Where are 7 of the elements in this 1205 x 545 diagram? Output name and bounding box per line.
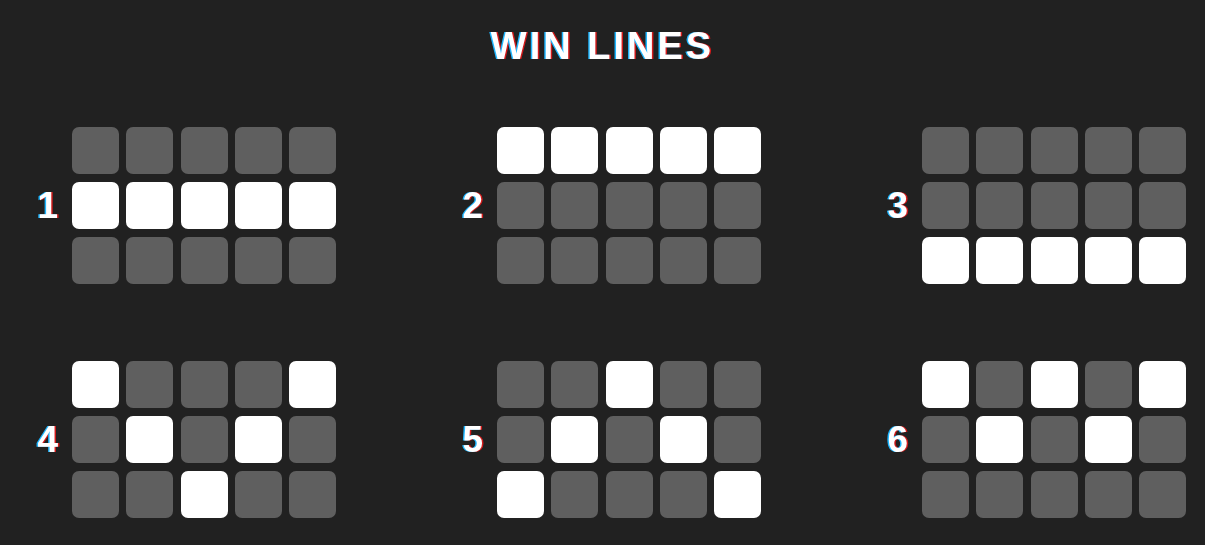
line-number: 3 [887,189,908,222]
line-number: 1 [37,189,58,222]
line-number: 4 [37,423,58,456]
line-number: 5 [462,423,483,456]
line-number: 6 [887,423,908,456]
title: WIN LINES [490,26,715,66]
line-number: 2 [462,189,483,222]
